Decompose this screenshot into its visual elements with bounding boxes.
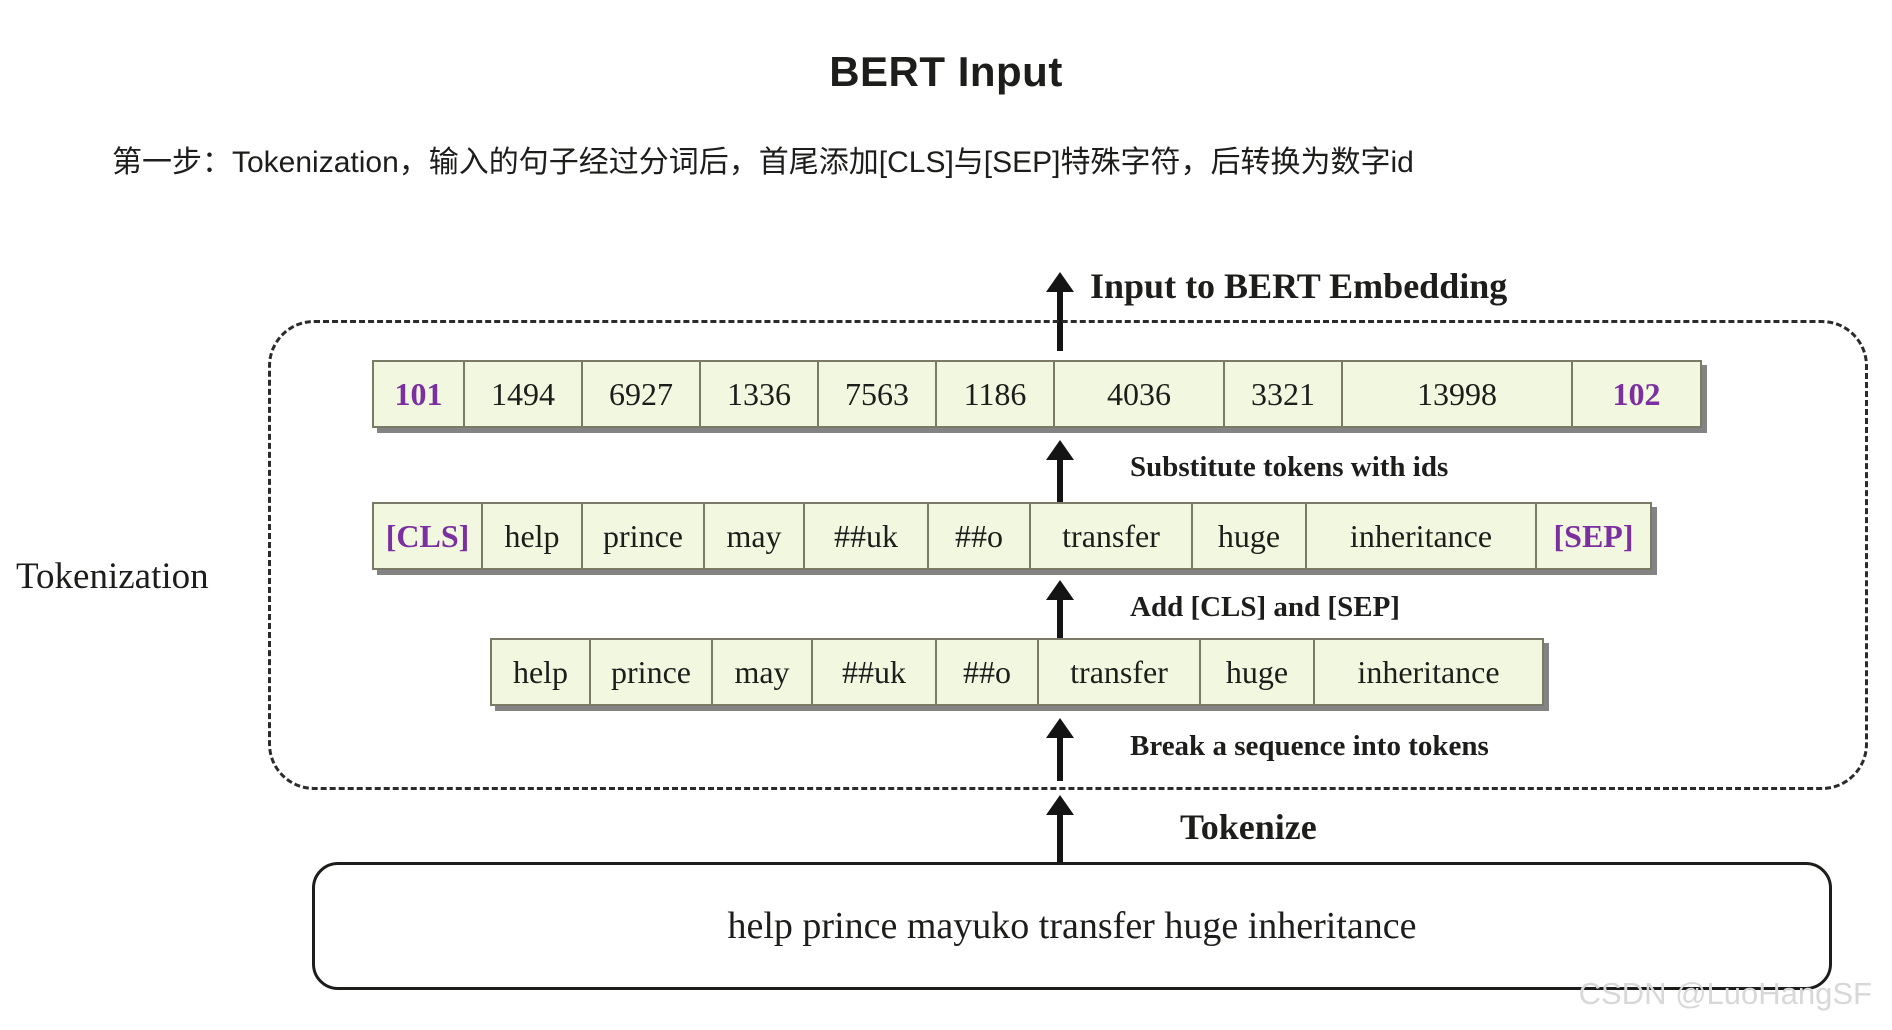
token-id-cell: 1494 (464, 360, 582, 428)
token-id-cell: 3321 (1224, 360, 1342, 428)
token-cell: ##o (928, 502, 1030, 570)
raw-token-cell: ##uk (812, 638, 936, 706)
page-title: BERT Input (829, 48, 1063, 95)
raw-token-cell: inheritance (1314, 638, 1544, 706)
caption-break-sequence-into-tokens: Break a sequence into tokens (1130, 730, 1489, 762)
page-subtitle: 第一步：Tokenization，输入的句子经过分词后，首尾添加[CLS]与[S… (112, 146, 1414, 179)
token-id-cell: 4036 (1054, 360, 1224, 428)
raw-token-cell: help (490, 638, 590, 706)
token-cell: inheritance (1306, 502, 1536, 570)
raw-token-cell: ##o (936, 638, 1038, 706)
token-id-cell: 13998 (1342, 360, 1572, 428)
token-cell: [SEP] (1536, 502, 1652, 570)
token-id-cell: 1186 (936, 360, 1054, 428)
token-cell: may (704, 502, 804, 570)
tokenization-group-box (268, 320, 1868, 790)
token-cell: ##uk (804, 502, 928, 570)
token-id-cell: 1336 (700, 360, 818, 428)
token-cell: prince (582, 502, 704, 570)
input-sentence-box: help prince mayuko transfer huge inherit… (312, 862, 1832, 990)
token-id-cell: 7563 (818, 360, 936, 428)
raw-token-cell: prince (590, 638, 712, 706)
caption-add-cls-and-sep: Add [CLS] and [SEP] (1130, 591, 1400, 623)
token-id-cell: 6927 (582, 360, 700, 428)
token-id-cell: 102 (1572, 360, 1702, 428)
caption-substitute-tokens-with-ids: Substitute tokens with ids (1130, 451, 1449, 483)
token-cell: [CLS] (372, 502, 482, 570)
raw-token-cell: may (712, 638, 812, 706)
input-to-bert-embedding-caption: Input to BERT Embedding (1090, 266, 1508, 306)
token-cell: huge (1192, 502, 1306, 570)
input-sentence-text: help prince mayuko transfer huge inherit… (727, 905, 1417, 947)
token-cell: help (482, 502, 582, 570)
raw-token-cell: transfer (1038, 638, 1200, 706)
tokenization-label: Tokenization (16, 556, 209, 597)
raw-token-cell: huge (1200, 638, 1314, 706)
caption-tokenize: Tokenize (1180, 807, 1317, 847)
token-cell: transfer (1030, 502, 1192, 570)
token-id-cell: 101 (372, 360, 464, 428)
